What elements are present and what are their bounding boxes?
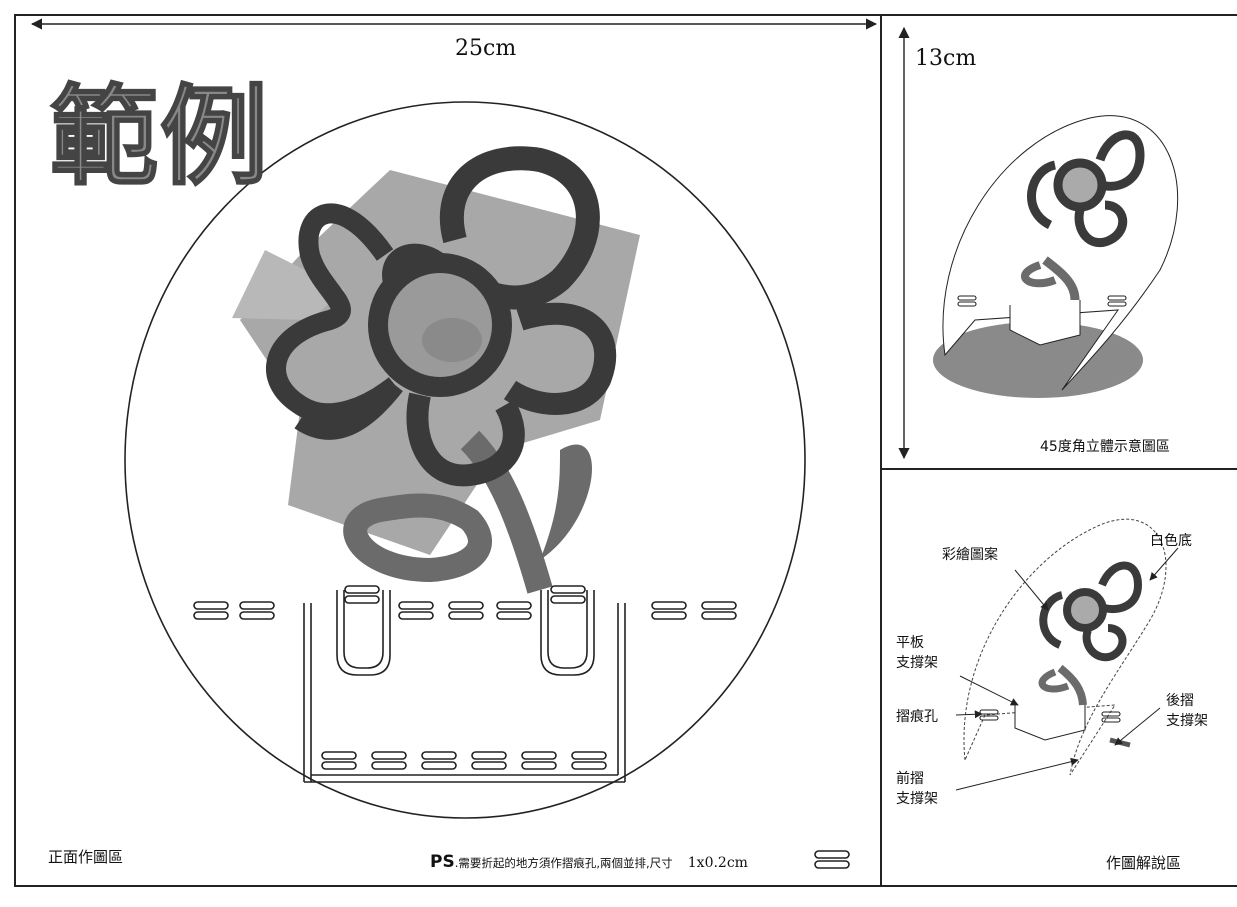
perspective-area-label: 45度角立體示意圖區 xyxy=(1040,439,1170,455)
callout-front-fold-1: 前摺 xyxy=(896,771,924,787)
callout-crease-hole: 摺痕孔 xyxy=(896,709,938,725)
page-title: 範例 xyxy=(49,74,271,201)
note-text: .需要折起的地方須作摺痕孔,兩個並排,尺寸 xyxy=(454,856,673,870)
height-dimension-label: 13cm xyxy=(915,46,977,71)
explanation-sketch xyxy=(963,518,1167,776)
flower-graphic xyxy=(266,146,617,594)
vertical-divider xyxy=(880,14,882,887)
callout-rear-fold-1: 後摺 xyxy=(1166,693,1194,709)
note-prefix: PS xyxy=(430,852,455,872)
callout-front-fold-2: 支撐架 xyxy=(896,791,938,807)
callout-rear-fold-2: 支撐架 xyxy=(1166,713,1208,729)
note-slot-icon xyxy=(814,850,850,869)
callout-white-base: 白色底 xyxy=(1150,533,1192,549)
callout-flat-support-2: 支撐架 xyxy=(896,655,938,671)
note-size: 1x0.2cm xyxy=(687,855,748,871)
width-dimension-label: 25cm xyxy=(455,36,517,61)
callout-flat-support-1: 平板 xyxy=(896,635,924,651)
callout-colored-pattern: 彩繪圖案 xyxy=(942,547,998,563)
perspective-3d-sketch xyxy=(933,115,1179,398)
horizontal-divider xyxy=(880,468,1237,470)
explanation-area-label: 作圖解說區 xyxy=(1106,854,1182,872)
callout-arrows xyxy=(955,547,1179,791)
note-line: PS.需要折起的地方須作摺痕孔,兩個並排,尺寸 1x0.2cm xyxy=(430,852,748,872)
support-cut-lines xyxy=(303,590,626,783)
front-drawing-area-label: 正面作圖區 xyxy=(48,848,124,866)
